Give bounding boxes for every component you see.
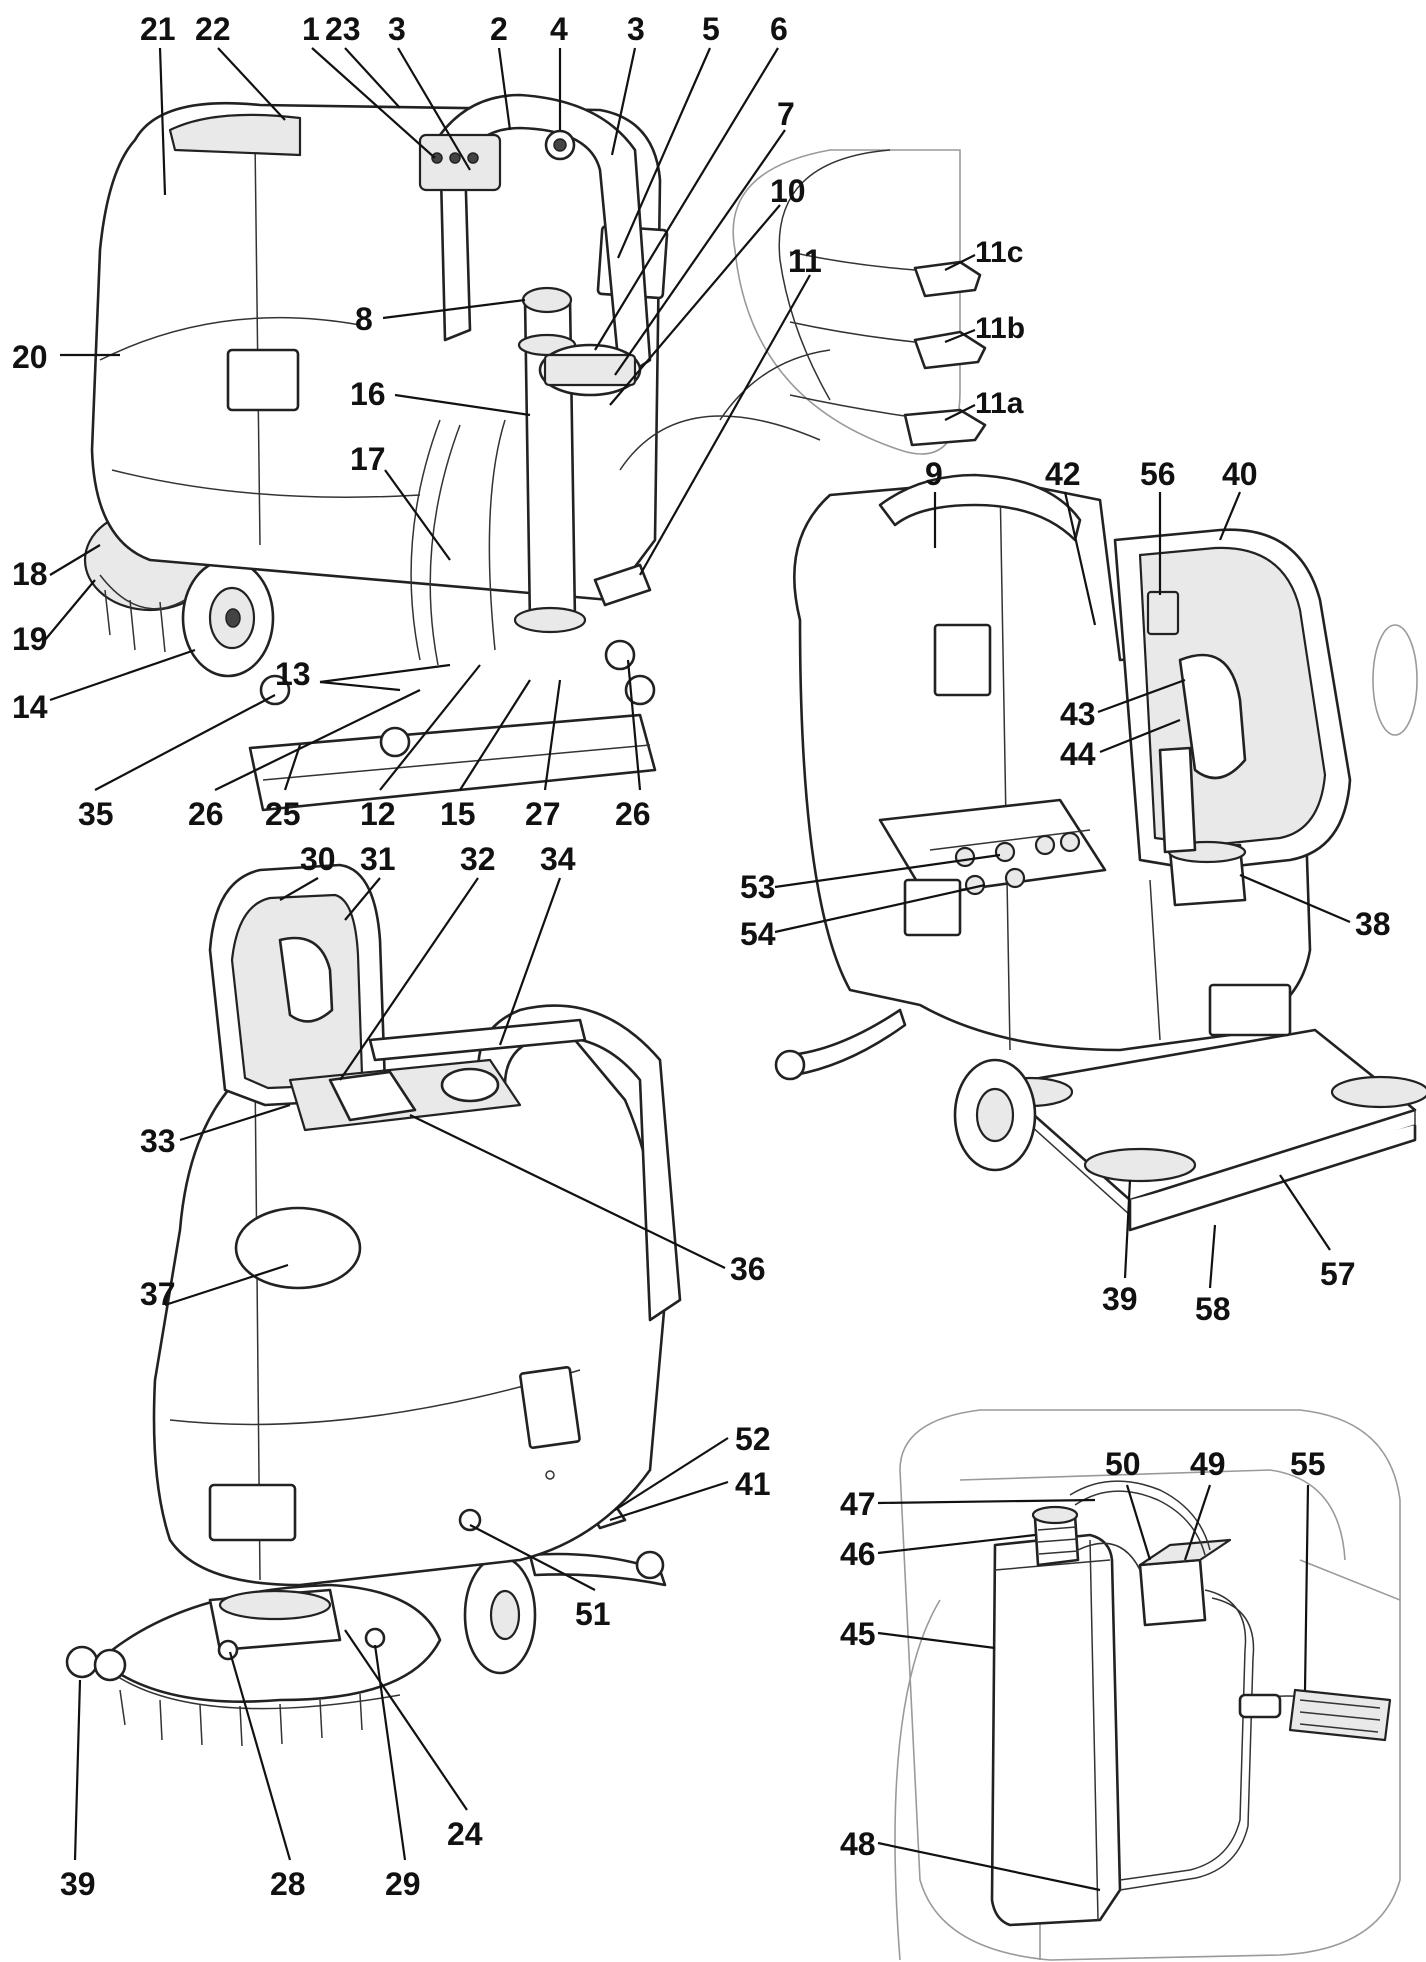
view-rear-machine xyxy=(83,93,669,812)
callout-11b: 11b xyxy=(975,312,1025,345)
callout-55: 55 xyxy=(1290,1446,1326,1482)
callout-41: 41 xyxy=(735,1466,771,1502)
view-open-tank xyxy=(774,473,1426,1232)
callout-14: 14 xyxy=(12,689,48,725)
callout-9: 9 xyxy=(925,456,943,492)
callout-5: 5 xyxy=(702,11,720,47)
callout-23: 23 xyxy=(325,11,361,47)
callout-35: 35 xyxy=(78,796,114,832)
callout-32: 32 xyxy=(460,841,496,877)
callout-3b: 3 xyxy=(627,11,645,47)
callout-26a: 26 xyxy=(188,796,224,832)
callout-4: 4 xyxy=(550,11,568,47)
callout-22: 22 xyxy=(195,11,231,47)
callout-51: 51 xyxy=(575,1596,611,1632)
leader-lines xyxy=(44,47,1351,1892)
callout-11a: 11a xyxy=(975,387,1024,420)
callout-24: 24 xyxy=(447,1816,483,1852)
callout-10: 10 xyxy=(770,173,806,209)
callout-12: 12 xyxy=(360,796,396,832)
callout-15: 15 xyxy=(440,796,476,832)
callout-6: 6 xyxy=(770,11,788,47)
callout-44: 44 xyxy=(1060,736,1096,772)
callout-43: 43 xyxy=(1060,696,1096,732)
callout-20: 20 xyxy=(12,339,48,375)
view-detergent-system xyxy=(894,1409,1401,1961)
callout-30: 30 xyxy=(300,841,336,877)
callout-1: 1 xyxy=(302,11,320,47)
callout-39a: 39 xyxy=(1102,1281,1138,1317)
callout-36: 36 xyxy=(730,1251,766,1287)
callout-31: 31 xyxy=(360,841,396,877)
callout-46: 46 xyxy=(840,1536,876,1572)
callout-16: 16 xyxy=(350,376,386,412)
callout-8: 8 xyxy=(355,301,373,337)
callout-26b: 26 xyxy=(615,796,651,832)
callout-50: 50 xyxy=(1105,1446,1141,1482)
callout-45: 45 xyxy=(840,1616,876,1652)
callout-49: 49 xyxy=(1190,1446,1226,1482)
callout-2: 2 xyxy=(490,11,508,47)
callout-58: 58 xyxy=(1195,1291,1231,1327)
detail-pedal-positions xyxy=(619,149,987,471)
callout-57: 57 xyxy=(1320,1256,1356,1292)
callout-13: 13 xyxy=(275,656,311,692)
callout-53: 53 xyxy=(740,869,776,905)
callout-47: 47 xyxy=(840,1486,876,1522)
callout-27: 27 xyxy=(525,796,561,832)
callout-52: 52 xyxy=(735,1421,771,1457)
callout-42: 42 xyxy=(1045,456,1081,492)
callout-11: 11 xyxy=(788,243,822,279)
callout-38: 38 xyxy=(1355,906,1391,942)
callout-19: 19 xyxy=(12,621,48,657)
callout-56: 56 xyxy=(1140,456,1176,492)
callout-48: 48 xyxy=(840,1826,876,1862)
callout-labels: 21 22 1 23 3 2 4 3 5 6 7 10 8 20 16 11 1… xyxy=(12,11,1391,1902)
callout-7: 7 xyxy=(777,96,795,132)
callout-33: 33 xyxy=(140,1123,176,1159)
callout-11c: 11c xyxy=(975,236,1023,269)
callout-29: 29 xyxy=(385,1866,421,1902)
callout-40: 40 xyxy=(1222,456,1258,492)
callout-17: 17 xyxy=(350,441,386,477)
callout-39b: 39 xyxy=(60,1866,96,1902)
callout-3a: 3 xyxy=(388,11,406,47)
callout-37: 37 xyxy=(140,1276,176,1312)
callout-18: 18 xyxy=(12,556,48,592)
callout-25: 25 xyxy=(265,796,301,832)
callout-28: 28 xyxy=(270,1866,306,1902)
callout-34: 34 xyxy=(540,841,576,877)
callout-21: 21 xyxy=(140,11,176,47)
callout-54: 54 xyxy=(740,916,776,952)
